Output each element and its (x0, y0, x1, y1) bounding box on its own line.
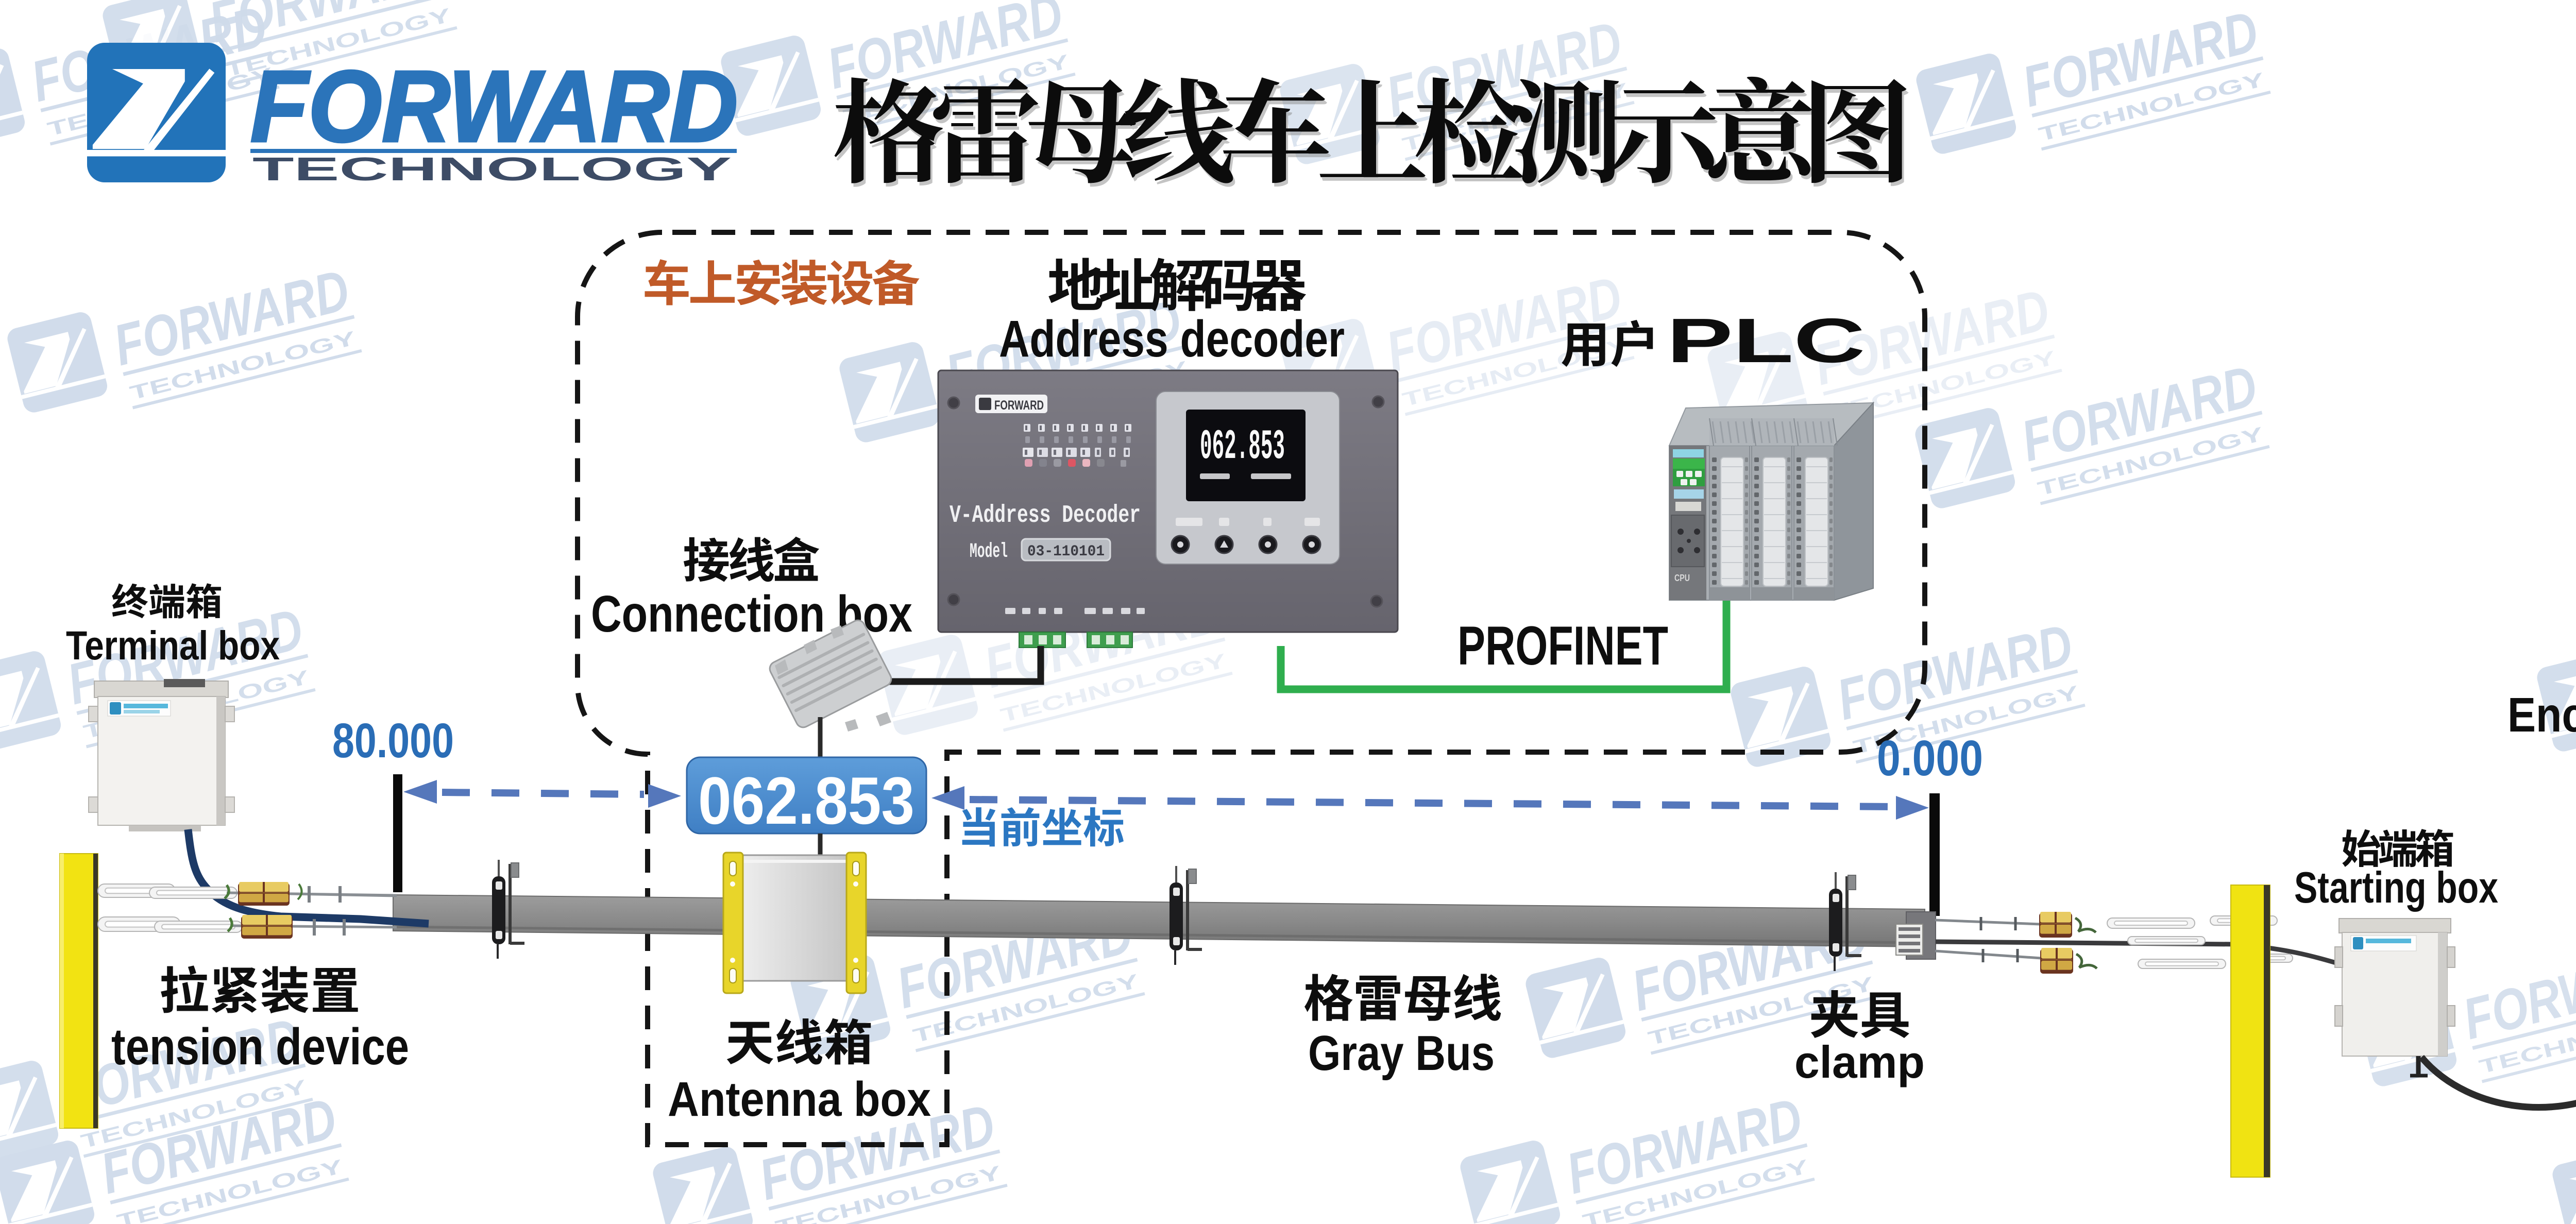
svg-text:Starting box: Starting box (2294, 863, 2498, 912)
svg-text:PROFINET: PROFINET (1458, 615, 1668, 676)
svg-text:Address decoder: Address decoder (999, 310, 1345, 368)
svg-text:062.853: 062.853 (698, 763, 914, 838)
svg-text:Model: Model (970, 540, 1008, 564)
svg-text:Terminal box: Terminal box (66, 622, 280, 668)
svg-text:FORWARD: FORWARD (250, 50, 738, 163)
svg-text:Encoding cabinet: Encoding cabinet (2507, 688, 2576, 742)
svg-text:PLC: PLC (1667, 305, 1865, 376)
svg-text:TECHNOLOGY: TECHNOLOGY (252, 150, 732, 188)
svg-text:80.000: 80.000 (332, 713, 454, 768)
svg-text:0.000: 0.000 (1877, 730, 1983, 786)
svg-text:FORWARD: FORWARD (994, 398, 1044, 413)
svg-text:Gray Bus: Gray Bus (1308, 1026, 1495, 1081)
svg-text:tension device: tension device (111, 1018, 409, 1076)
svg-text:Antenna box: Antenna box (668, 1072, 931, 1127)
svg-text:CPU: CPU (1674, 573, 1690, 583)
svg-text:V-Address Decoder: V-Address Decoder (950, 502, 1141, 530)
svg-text:clamp: clamp (1794, 1036, 1925, 1087)
svg-text:062.853: 062.853 (1200, 423, 1285, 471)
svg-text:03-110101: 03-110101 (1027, 543, 1105, 560)
